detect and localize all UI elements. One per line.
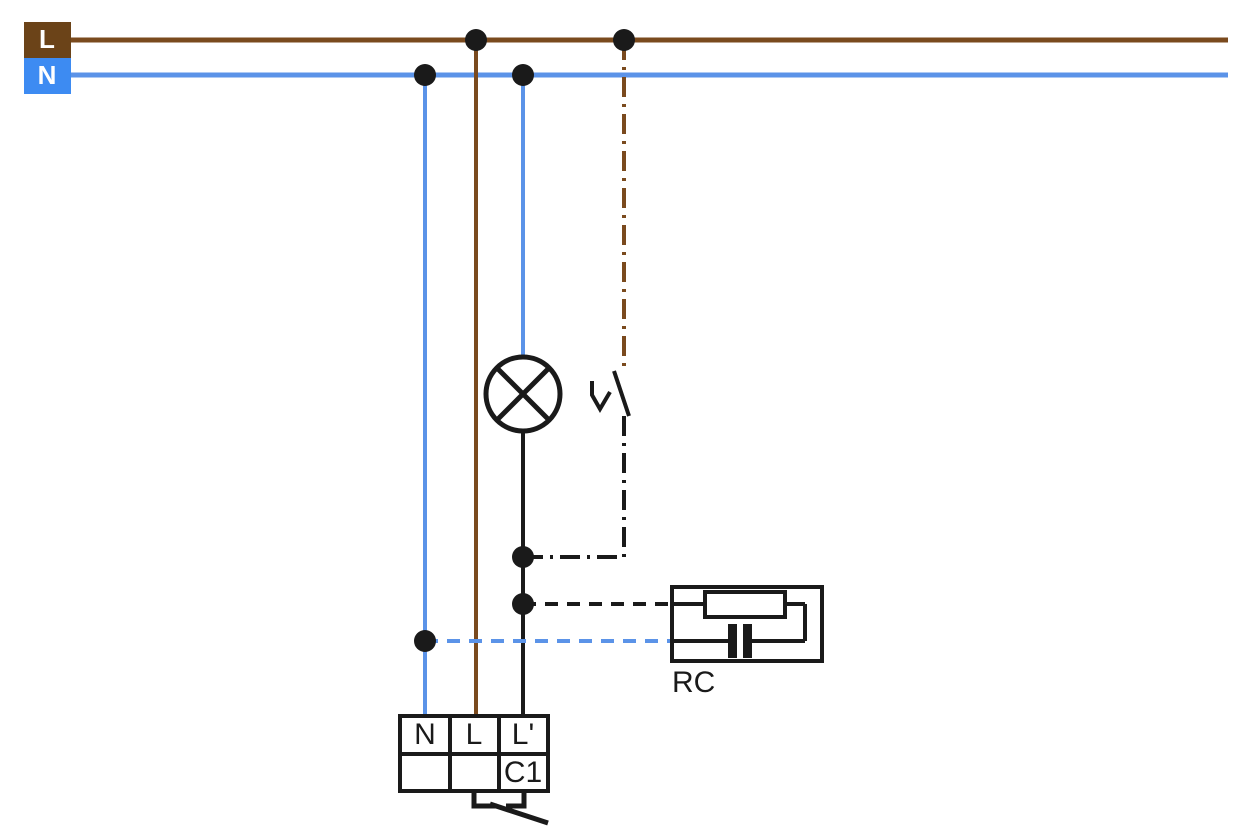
capacitor-plate-right [743,624,752,658]
terminal-switch-left-stub [471,791,497,809]
push-button-switch-symbol [590,370,631,417]
resistor-symbol [703,590,787,619]
junction-dot-live-lamp-branch [465,29,487,51]
junction-dot-lamp-output-pushbutton [512,546,534,568]
push-button-actuator [590,381,612,413]
live-rail-label: L [39,24,55,54]
neutral-rail-label-box: N [24,58,71,94]
neutral-rail-label-background [24,58,71,94]
terminal-cell-c1-label: C1 [504,756,542,789]
junction-dots-group [414,29,635,652]
push-button-blade [612,370,631,417]
terminal-switch-right-stub [506,791,527,809]
rc-label: RC [672,666,715,699]
junction-dot-neutral-rc-branch [414,64,436,86]
live-rail-label-background [24,22,71,58]
lamp-cross-stroke-2 [495,366,551,422]
lamp-circle [483,354,563,434]
terminal-cell-lprime-label: L' [512,718,534,751]
junction-dot-neutral-lamp-branch [512,64,534,86]
live-rail-label-box: L [24,22,71,58]
lamp-symbol [483,354,563,434]
junction-dot-neutral-rc [414,630,436,652]
terminal-cell-n-label: N [414,718,436,751]
terminal-switch-blade [489,801,549,826]
capacitor-plate-left [728,624,737,658]
pushbutton-to-lamp-output-dashdot-wire [523,416,626,559]
terminal-block: N L L' C1 [398,714,550,826]
junction-dot-lamp-output-rc [512,593,534,615]
terminal-switch-symbol [471,791,549,826]
terminal-cell-l-label: L [466,718,483,751]
rc-snubber-box: RC [670,585,824,699]
neutral-rail-label: N [38,60,57,90]
junction-dot-live-pushbutton-branch [613,29,635,51]
